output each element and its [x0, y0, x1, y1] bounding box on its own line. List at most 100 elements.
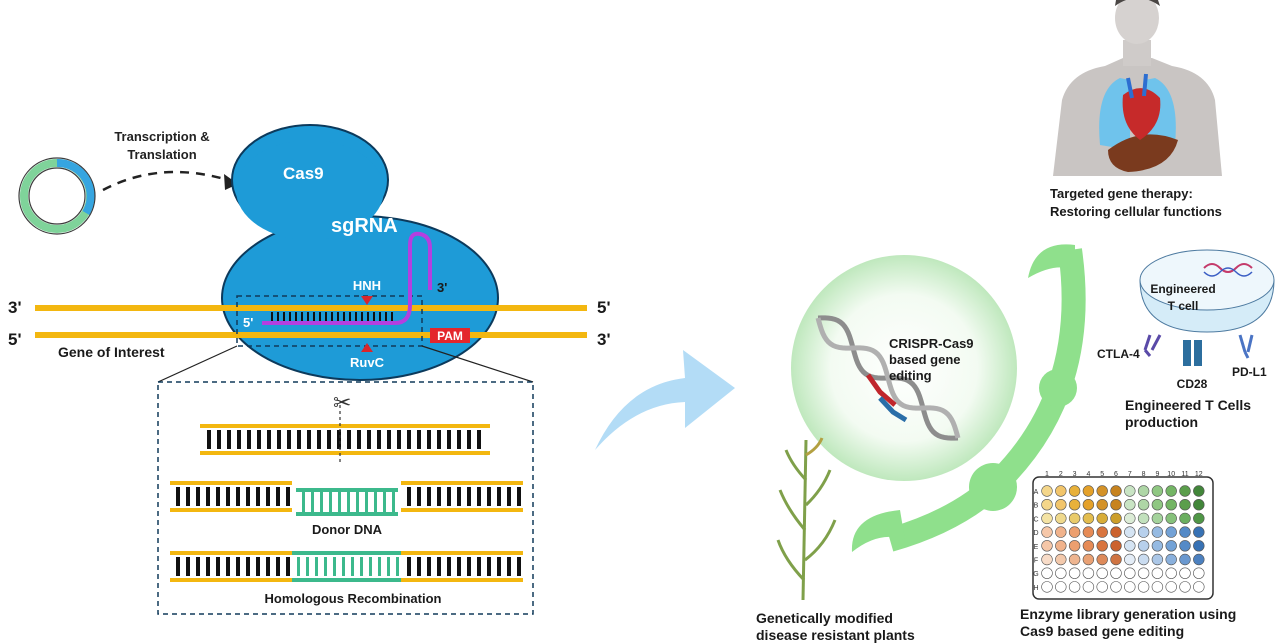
- plate-well: [1055, 567, 1067, 579]
- base-pair: [257, 430, 261, 449]
- base-pair: [286, 557, 290, 576]
- plate-well: [1055, 485, 1067, 497]
- plate-column-label: 9: [1155, 471, 1159, 478]
- base-pair: [437, 557, 441, 576]
- base-pair: [297, 430, 301, 449]
- sgrna-3prime: 3': [437, 280, 447, 295]
- ruvc-label: RuvC: [350, 355, 385, 370]
- plate-well: [1110, 567, 1122, 579]
- plate-well: [1096, 499, 1108, 511]
- base-pair: [307, 430, 311, 449]
- base-pair: [477, 557, 481, 576]
- plate-well: [1068, 512, 1081, 525]
- donor-base-pair: [302, 492, 305, 512]
- base-pair: [196, 557, 200, 576]
- base-pair: [206, 487, 210, 506]
- base-pair: [497, 487, 501, 506]
- plasmid-icon: [18, 157, 96, 235]
- base-pair: [317, 430, 321, 449]
- cas9-label: Cas9: [283, 164, 324, 183]
- homologous-recombination-label: Homologous Recombination: [265, 591, 442, 606]
- plate-well: [1193, 581, 1205, 593]
- plate-row-label: D: [1033, 530, 1038, 537]
- plate-well: [1041, 499, 1053, 511]
- hnh-label: HNH: [353, 278, 381, 293]
- plate-well: [1165, 485, 1177, 497]
- enzyme-caption: Enzyme library generation using Cas9 bas…: [1020, 606, 1237, 640]
- helix-strand: [815, 317, 961, 439]
- donor-dna-row: [170, 481, 523, 516]
- plate-well: [1151, 553, 1164, 566]
- base-pair: [497, 557, 501, 576]
- donor-base-pair: [320, 492, 323, 512]
- plate-row-label: H: [1033, 585, 1038, 592]
- base-pair: [457, 430, 461, 449]
- plate-well: [1137, 553, 1150, 566]
- plate-well: [1165, 567, 1177, 579]
- transition-arrow: [595, 350, 735, 450]
- plate-well: [1082, 540, 1095, 552]
- base-pair: [427, 430, 431, 449]
- plate-well: [1041, 526, 1053, 538]
- base-pair: [327, 430, 331, 449]
- base-pair: [216, 487, 220, 506]
- plate-well: [1193, 540, 1205, 552]
- plate-well: [1179, 526, 1191, 538]
- plate-row-label: G: [1033, 571, 1038, 578]
- plate-well: [1055, 512, 1067, 525]
- base-pair: [247, 430, 251, 449]
- tcell-label-line2: T cell: [1168, 299, 1199, 313]
- plate-well: [1096, 512, 1108, 525]
- base-pair: [276, 557, 280, 576]
- plate-well: [1124, 553, 1136, 566]
- application-branches: [851, 244, 1086, 552]
- pdl1-label: PD-L1: [1232, 365, 1267, 379]
- tcell-label-line1: Engineered: [1150, 282, 1215, 296]
- plate-well: [1193, 499, 1205, 511]
- plate-well: [1193, 512, 1205, 525]
- plate-well: [1055, 499, 1067, 511]
- dna-top-strand: [35, 305, 587, 311]
- plate-well: [1096, 581, 1108, 593]
- plate-well: [1096, 526, 1108, 538]
- plate-well: [1096, 540, 1108, 552]
- crispr-editing-circle: [791, 255, 1017, 481]
- donor-base-pair: [356, 492, 359, 512]
- donor-base-pair: [351, 557, 354, 576]
- plate-well: [1082, 485, 1095, 497]
- plate-well: [1151, 540, 1164, 552]
- plate-well: [1110, 540, 1122, 552]
- plate-well: [1096, 553, 1108, 566]
- plate-well: [1068, 499, 1081, 511]
- base-pair: [427, 487, 431, 506]
- plate-well: [1137, 581, 1150, 593]
- pam-box: [430, 328, 470, 343]
- plate-column-label: 12: [1195, 471, 1203, 478]
- base-pair: [176, 487, 180, 506]
- plate-well: [1041, 512, 1053, 525]
- plate-well: [1151, 567, 1164, 579]
- base-pair: [407, 430, 411, 449]
- base-pair: [427, 557, 431, 576]
- donor-base-pair: [360, 557, 363, 576]
- donor-base-pair: [365, 492, 368, 512]
- base-pair: [277, 430, 281, 449]
- base-pair: [467, 557, 471, 576]
- plate-well: [1165, 499, 1177, 511]
- human-torso-icon: [1053, 0, 1222, 176]
- donor-base-pair: [342, 557, 345, 576]
- plate-column-label: 6: [1114, 471, 1118, 478]
- plate-well: [1068, 581, 1081, 593]
- top-strand-5prime: 5': [597, 298, 611, 317]
- cut-dna: [200, 405, 490, 465]
- target-region-box: [236, 295, 423, 347]
- plate-well: [1055, 553, 1067, 566]
- donor-base-pair: [338, 492, 341, 512]
- dna-bottom-strand: [35, 332, 587, 338]
- plate-well: [1055, 526, 1067, 538]
- plate-well: [1137, 512, 1150, 525]
- plate-well: [1124, 485, 1136, 497]
- donor-base-pair: [297, 557, 300, 576]
- crispr-mechanism-diagram: Transcription & Translation Cas9 sgRNA 3…: [8, 124, 611, 615]
- plate-well: [1082, 512, 1095, 525]
